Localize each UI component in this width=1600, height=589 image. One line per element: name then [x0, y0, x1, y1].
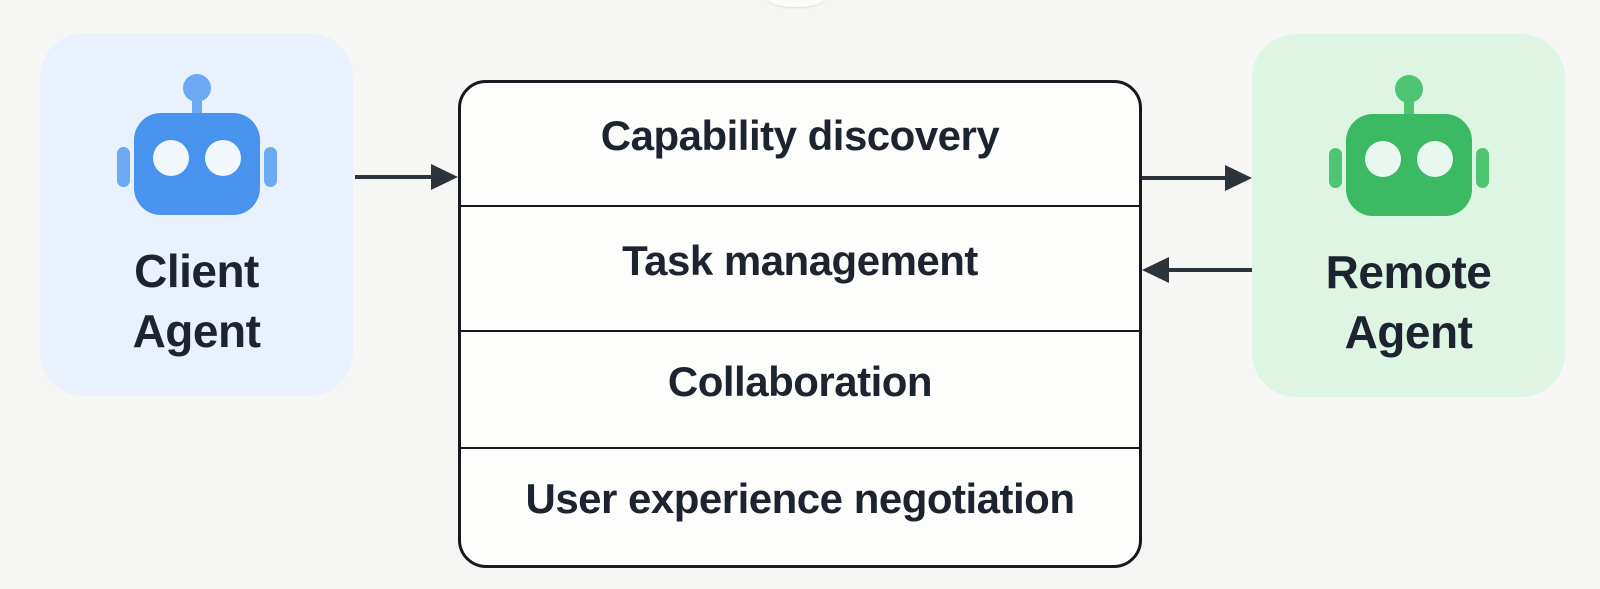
robot-eye-left [152, 140, 189, 176]
protocol-row-task-management: Task management [461, 205, 1139, 329]
arrowhead-right-icon [1225, 164, 1252, 191]
robot-antenna-stem [191, 96, 202, 118]
protocol-row-label: Collaboration [667, 357, 933, 405]
remote-agent-card: Remote Agent [1252, 34, 1565, 397]
robot-head [1345, 114, 1472, 216]
protocol-box: Capability discovery Task management Col… [458, 80, 1142, 568]
remote-agent-label-line2: Agent [1344, 306, 1473, 358]
client-agent-label-line1: Client [134, 245, 259, 297]
arrowhead-right-icon [431, 163, 458, 190]
robot-eye-right [204, 140, 241, 176]
robot-ear-left [1328, 148, 1342, 188]
protocol-row-label: User experience negotiation [525, 475, 1075, 523]
remote-agent-label-line1: Remote [1325, 246, 1492, 298]
arrow-shaft [1166, 268, 1252, 272]
robot-eye-left [1364, 141, 1401, 177]
arrow-shaft [1142, 176, 1228, 180]
robot-head [133, 113, 260, 215]
robot-ear-right [1475, 148, 1489, 188]
robot-ear-left [116, 147, 130, 187]
client-agent-label-line2: Agent [132, 305, 261, 357]
client-agent-label: Client Agent [133, 241, 261, 361]
arrowhead-left-icon [1142, 256, 1169, 283]
robot-ear-right [263, 147, 277, 187]
remote-agent-label: Remote Agent [1326, 242, 1492, 362]
client-agent-card: Client Agent [40, 33, 353, 396]
protocol-row-capability-discovery: Capability discovery [461, 83, 1139, 205]
protocol-row-user-experience-negotiation: User experience negotiation [461, 447, 1139, 565]
protocol-row-label: Capability discovery [600, 112, 1000, 160]
protocol-row-label: Task management [622, 236, 978, 284]
robot-antenna-stem [1403, 97, 1414, 119]
robot-eye-right [1416, 141, 1453, 177]
cropped-shape-top [768, 0, 824, 7]
arrow-shaft [355, 175, 434, 179]
robot-icon [116, 74, 277, 215]
protocol-row-collaboration: Collaboration [461, 329, 1139, 448]
robot-icon [1328, 75, 1489, 216]
